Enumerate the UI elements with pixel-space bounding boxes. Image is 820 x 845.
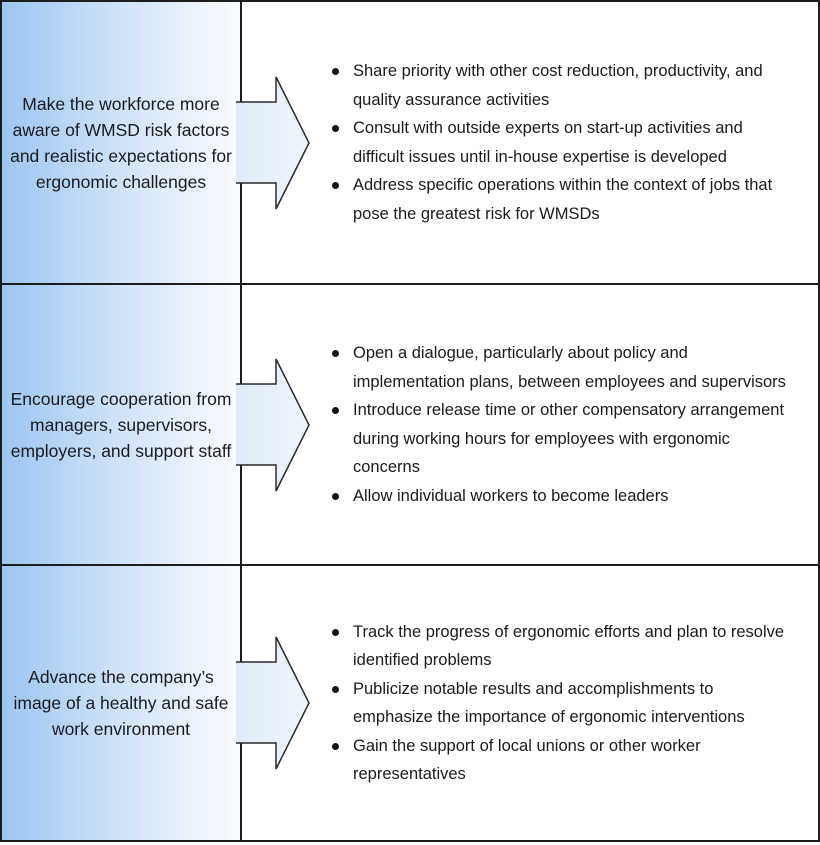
goal-cell: Advance the company’s image of a healthy… <box>2 566 242 840</box>
table-row: Make the workforce more aware of WMSD ri… <box>2 2 818 285</box>
bullet-item: Gain the support of local unions or othe… <box>332 732 795 789</box>
goal-text: Encourage cooperation from managers, sup… <box>10 388 232 461</box>
bullet-item: Publicize notable results and accomplish… <box>332 675 795 732</box>
strategies-cell: Open a dialogue, particularly about poli… <box>242 285 818 564</box>
strategies-cell: Track the progress of ergonomic efforts … <box>242 566 818 840</box>
bullet-item: Share priority with other cost reduction… <box>332 57 795 114</box>
goal-cell: Encourage cooperation from managers, sup… <box>2 285 242 564</box>
bullet-item: Allow individual workers to become leade… <box>332 482 795 511</box>
bullet-item: Consult with outside experts on start-up… <box>332 114 795 171</box>
bullet-item: Introduce release time or other compensa… <box>332 396 795 482</box>
bullet-list: Open a dialogue, particularly about poli… <box>242 339 813 510</box>
bullet-list: Track the progress of ergonomic efforts … <box>242 618 813 789</box>
goal-text: Make the workforce more aware of WMSD ri… <box>10 93 232 192</box>
bullet-list: Share priority with other cost reduction… <box>242 57 813 228</box>
table-row: Encourage cooperation from managers, sup… <box>2 285 818 566</box>
bullet-item: Address specific operations within the c… <box>332 171 795 228</box>
goal-text: Advance the company’s image of a healthy… <box>13 667 229 739</box>
bullet-item: Track the progress of ergonomic efforts … <box>332 618 795 675</box>
bullet-item: Open a dialogue, particularly about poli… <box>332 339 795 396</box>
strategies-cell: Share priority with other cost reduction… <box>242 2 818 283</box>
goal-cell: Make the workforce more aware of WMSD ri… <box>2 2 242 283</box>
table-row: Advance the company’s image of a healthy… <box>2 566 818 840</box>
